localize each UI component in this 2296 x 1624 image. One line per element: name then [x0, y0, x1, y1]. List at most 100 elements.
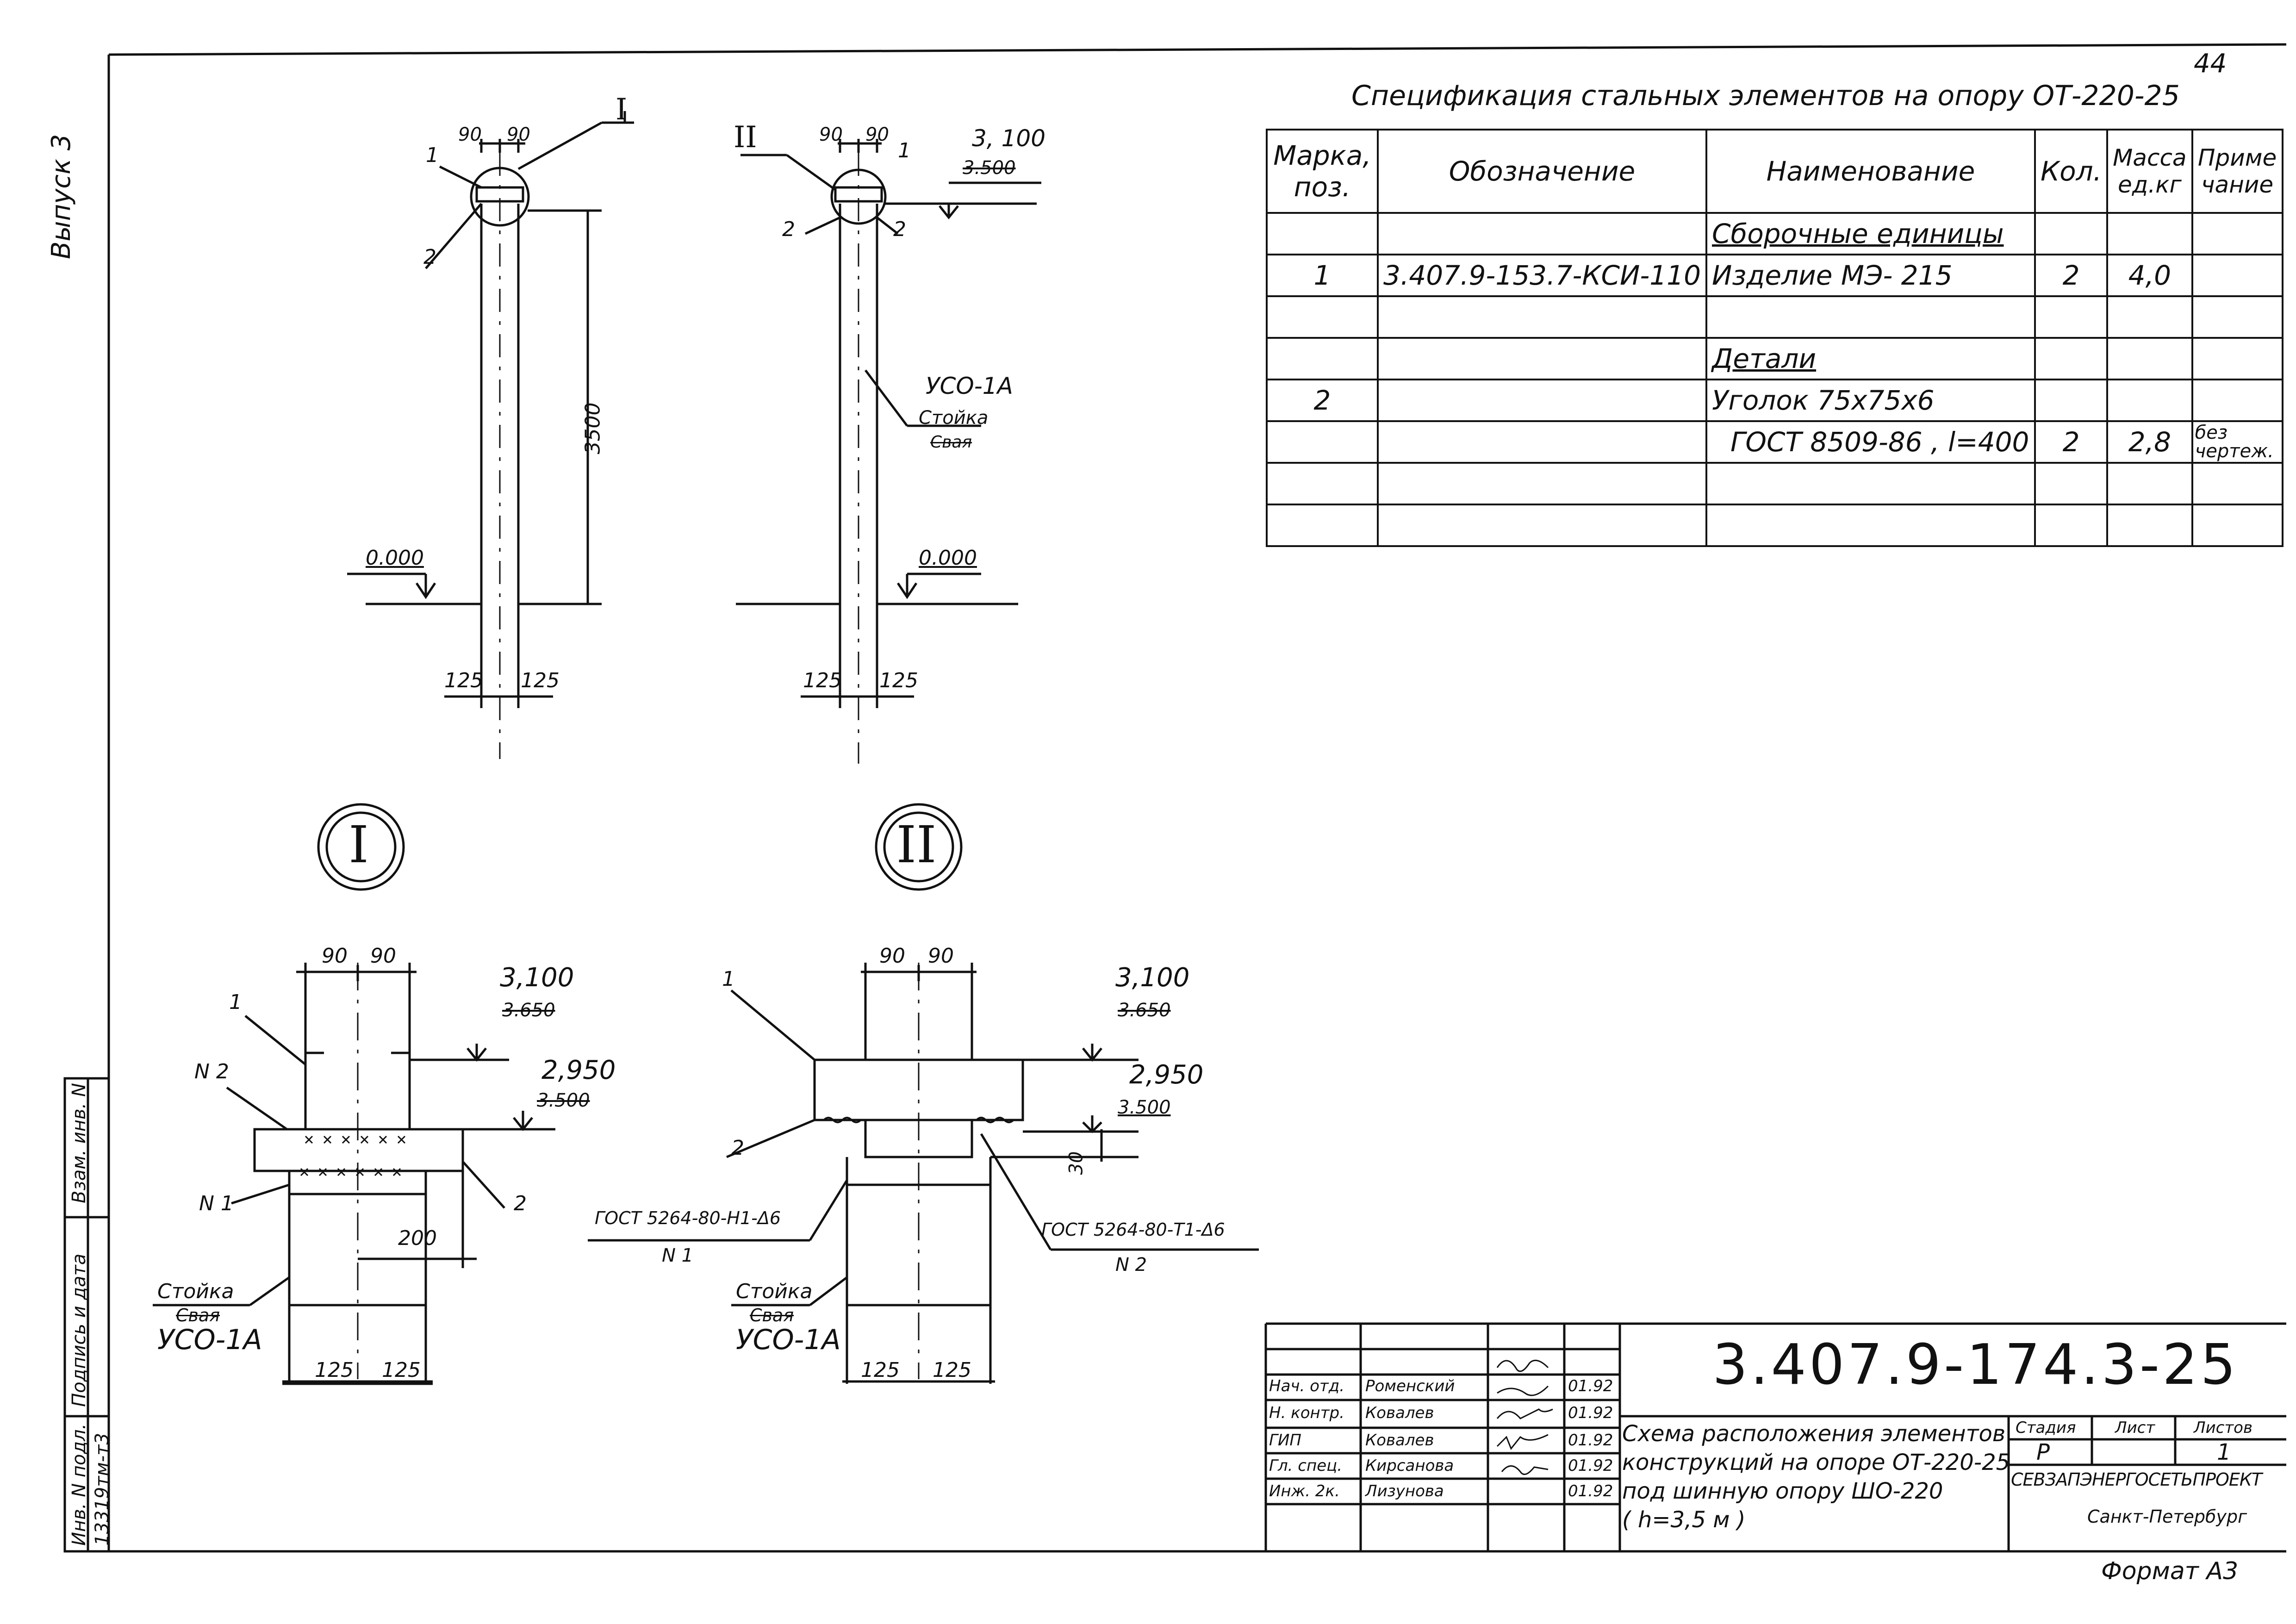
- spec-header-mass: Масса ед.кг: [2106, 129, 2193, 214]
- d1-pos-2: 2: [514, 1192, 527, 1215]
- title-line-3: под шинную опору ШО-220: [1622, 1478, 1943, 1504]
- spec-header-note: Примечание: [2191, 129, 2284, 214]
- stamp-date-4: 01.92: [1568, 1482, 1613, 1500]
- spec-cell-mark: [1266, 462, 1379, 505]
- view1-pos-2: 2: [423, 245, 436, 269]
- d2-dim-right: 90: [928, 944, 954, 968]
- spec-cell-designation: [1377, 462, 1707, 505]
- stamp-date-0: 01.92: [1568, 1377, 1613, 1395]
- stamp-name-0: Роменский: [1365, 1377, 1455, 1395]
- spec-cell-mass: [2106, 337, 2193, 380]
- d1-weld-n1: N 1: [199, 1192, 234, 1215]
- spec-cell-name: [1705, 504, 2036, 547]
- spec-cell-mark: 1: [1266, 254, 1379, 297]
- d2-pos-2: 2: [731, 1136, 744, 1160]
- view2-dim-left: 90: [819, 124, 843, 145]
- d2-level2-old: 3.500: [1118, 1097, 1171, 1118]
- view2-dim-bottom-right: 125: [879, 669, 918, 692]
- spec-cell-mark: [1266, 337, 1379, 380]
- spec-title: Спецификация стальных элементов на опору…: [1351, 80, 2180, 112]
- spec-cell-name: Изделие МЭ- 215: [1705, 254, 2036, 297]
- spec-header-name: Наименование: [1705, 129, 2036, 214]
- spec-cell-name: Детали: [1705, 337, 2036, 380]
- stamp-role-2: ГИП: [1269, 1431, 1301, 1450]
- spec-cell-designation: [1377, 295, 1707, 339]
- spec-cell-designation: [1377, 337, 1707, 380]
- d1-post-label: УСО-1А: [157, 1324, 262, 1356]
- view1-node-mark: I: [616, 93, 628, 127]
- view2-post-label: УСО-1А: [926, 373, 1013, 399]
- d1-post-new: Стойка: [157, 1280, 234, 1303]
- spec-cell-qty: 2: [2034, 254, 2109, 297]
- view2-post-new: Стойка: [919, 407, 989, 429]
- spec-header-qty: Кол.: [2034, 129, 2109, 214]
- side-box-signature-label: Подпись и дата: [68, 1253, 90, 1407]
- signature-3: [1496, 1434, 1549, 1450]
- spec-cell-mark: 2: [1266, 379, 1379, 422]
- spec-cell-qty: [2034, 212, 2109, 255]
- view1-pos-1: 1: [426, 143, 439, 167]
- spec-cell-note: [2191, 379, 2284, 422]
- node-mark-I-text: I: [348, 815, 369, 874]
- d2-post-new: Стойка: [736, 1280, 813, 1303]
- spec-cell-mass: [2106, 379, 2193, 422]
- d1-post-old: Свая: [176, 1305, 220, 1325]
- d1-dim-bottom-left: 125: [315, 1358, 354, 1382]
- stage-label: Стадия: [2016, 1419, 2076, 1437]
- stamp-role-1: Н. контр.: [1269, 1404, 1344, 1422]
- d1-dim-right: 90: [370, 944, 396, 968]
- spec-cell-note: [2191, 504, 2284, 547]
- table-row: [1266, 295, 2284, 339]
- view1-dim-right: 90: [507, 124, 530, 145]
- node-mark-II-text: II: [896, 815, 937, 874]
- spec-cell-mark: [1266, 504, 1379, 547]
- d2-dim-bottom-right: 125: [933, 1358, 971, 1382]
- view2-pos-2a: 2: [782, 218, 795, 241]
- side-box-inventory-value: 13319тм-т3: [92, 1433, 113, 1546]
- d2-weld2-n: N 2: [1115, 1254, 1147, 1276]
- view2-level-top-new: 3, 100: [972, 125, 1046, 152]
- sheet-number: 44: [2194, 49, 2227, 79]
- spec-cell-note: [2191, 462, 2284, 505]
- d2-dim-bottom-left: 125: [861, 1358, 900, 1382]
- spec-cell-designation: [1377, 420, 1707, 464]
- table-row: Сборочные единицы: [1266, 212, 2284, 255]
- sheet-label: Лист: [2115, 1419, 2155, 1437]
- view2-node-mark: II: [734, 120, 757, 155]
- spec-cell-designation: [1377, 379, 1707, 422]
- spec-header-designation: Обозначение: [1377, 129, 1707, 214]
- spec-cell-name-text: Детали: [1712, 343, 1817, 374]
- organization: СЕВЗАПЭНЕРГОСЕТЬПРОЕКТ: [2011, 1469, 2262, 1490]
- d2-dim-30: 30: [1065, 1151, 1087, 1175]
- d1-dim-bottom-right: 125: [382, 1358, 421, 1382]
- spec-cell-name: ГОСТ 8509-86 , l=400: [1705, 420, 2036, 464]
- spec-cell-mark: [1266, 420, 1379, 464]
- spec-cell-mark: [1266, 212, 1379, 255]
- signatures: [1496, 1359, 1553, 1475]
- view2-dim-right: 90: [865, 124, 889, 145]
- spec-cell-designation: [1377, 504, 1707, 547]
- spec-header-mark: Марка, поз.: [1266, 129, 1379, 214]
- side-box-replaced-label: Взам. инв. N: [68, 1083, 90, 1203]
- d2-weld2-spec: ГОСТ 5264-80-Т1-Δ6: [1041, 1220, 1225, 1240]
- table-row: Детали: [1266, 337, 2284, 380]
- spec-cell-note: без чертеж.: [2191, 420, 2284, 464]
- d1-dim-left: 90: [322, 944, 348, 968]
- title-line-4: ( h=3,5 м ): [1622, 1507, 1746, 1533]
- spec-cell-mass: [2106, 295, 2193, 339]
- view2-dim-bottom-left: 125: [803, 669, 842, 692]
- signature-0: [1496, 1359, 1549, 1372]
- spec-cell-note: [2191, 337, 2284, 380]
- view2-pos-2b: 2: [893, 218, 906, 241]
- d2-pos-1: 1: [722, 967, 735, 991]
- signature-1: [1497, 1385, 1549, 1396]
- spec-cell-mark: [1266, 295, 1379, 339]
- d1-level1-new: 3,100: [500, 963, 574, 993]
- spec-cell-qty: [2034, 337, 2109, 380]
- d2-dim-left: 90: [879, 944, 905, 968]
- city: Санкт-Петербург: [2087, 1506, 2247, 1527]
- spec-cell-designation: 3.407.9-153.7-КСИ-110: [1377, 254, 1707, 297]
- d1-level2-old: 3.500: [537, 1090, 590, 1111]
- d1-level1-old: 3.650: [502, 1000, 555, 1021]
